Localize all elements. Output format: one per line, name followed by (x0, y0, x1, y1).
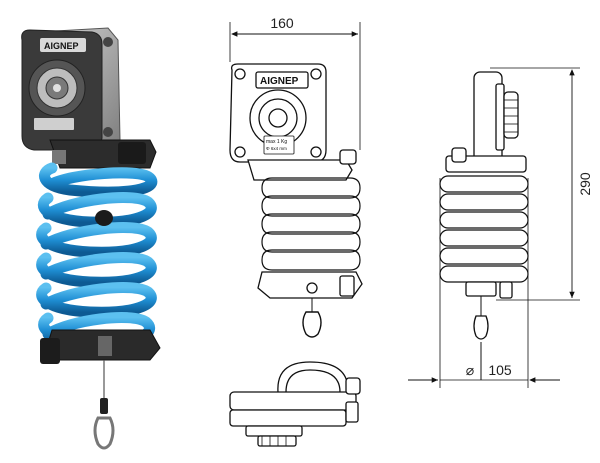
diameter-dimension-label: 105 (488, 362, 512, 378)
side-carabiner (473, 315, 489, 340)
front-label-detail: Φ 6x4 mm (266, 146, 287, 151)
blue-coiled-hose (36, 162, 158, 348)
diameter-dimension (408, 178, 560, 388)
side-hose-coils (439, 175, 529, 283)
product-render: AIGNEP (21, 27, 161, 450)
front-label-weight: max 1 Kg (266, 139, 287, 145)
side-view-drawing (439, 71, 529, 380)
front-brand-logo: AIGNEP (260, 76, 299, 87)
front-label-plate (263, 135, 295, 155)
top-view-knob (257, 435, 297, 447)
top-view-body (229, 391, 357, 411)
top-view-drawing (229, 361, 361, 447)
height-dimension (490, 67, 580, 301)
front-brand-plate (255, 71, 309, 89)
carabiner (93, 416, 115, 450)
brand-logo-text: AIGNEP (44, 41, 79, 51)
front-carabiner (302, 311, 322, 338)
brand-plate (40, 38, 86, 52)
front-view-drawing (229, 22, 363, 338)
side-knob (503, 91, 519, 139)
front-hose-coils (261, 177, 361, 271)
top-view-hose-ring (277, 361, 349, 393)
width-dimension-label: 160 (270, 15, 294, 31)
diameter-symbol: ⌀ (466, 362, 474, 378)
height-dimension-label: 290 (577, 172, 593, 196)
